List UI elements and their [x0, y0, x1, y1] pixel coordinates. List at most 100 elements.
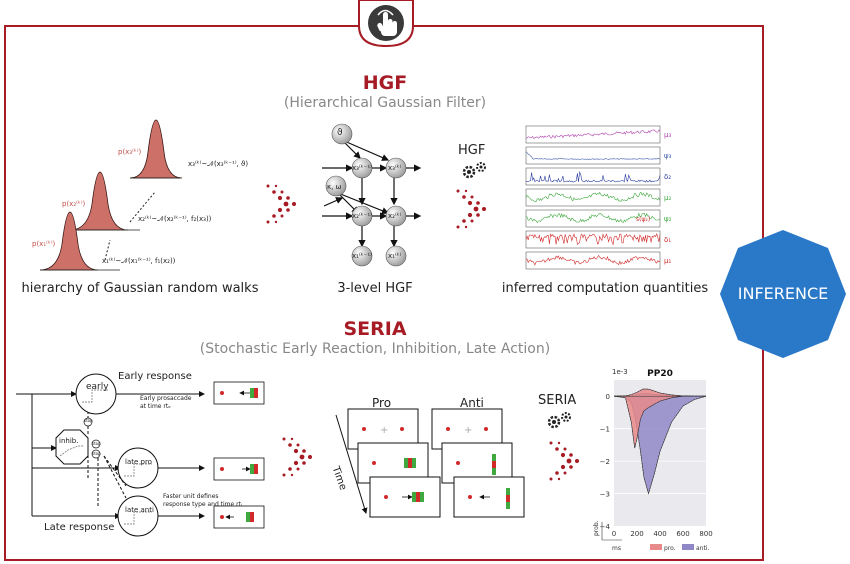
trace-label: ψ₂: [664, 215, 672, 223]
node-x2-label: x₂⁽ᵏ⁾: [388, 212, 402, 220]
y-tick-label: −3: [600, 491, 610, 499]
trace-line: [525, 212, 661, 224]
inhibition-unit-label: inhib.: [59, 437, 79, 445]
trace-label: δ₂: [664, 173, 671, 181]
y-tick-label: −1: [600, 426, 610, 434]
level1-density-label: p(x₁⁽ᵏ⁾): [32, 240, 56, 248]
trace-panel: [525, 230, 661, 249]
early-unit: [75, 373, 117, 415]
y-tick-label: −2: [600, 458, 610, 466]
late-note-line1: Faster unit defines: [163, 493, 219, 500]
trace-line: [525, 151, 661, 160]
chart-title: PP20: [647, 369, 673, 379]
x-tick-label: 400: [653, 530, 666, 538]
trace-line: [525, 170, 661, 183]
gears-icon-2: [547, 412, 571, 429]
late-anti-unit: [117, 495, 159, 537]
hgf-subtitle: (Hierarchical Gaussian Filter): [283, 95, 487, 111]
inference-label: INFERENCE: [737, 284, 829, 303]
stop-node-3: [91, 449, 101, 459]
chevron-arrow-4: [549, 441, 579, 481]
pro-trial-label: Pro: [372, 396, 392, 410]
level2-density-label: p(x₂⁽ᵏ⁾): [62, 200, 86, 208]
node-x3-label: x₃⁽ᵏ⁾: [388, 164, 402, 172]
late-pro-unit-label: late pro: [125, 458, 152, 466]
chevron-arrow-1: [266, 184, 296, 224]
trace-side-label: s(ψ₂): [636, 216, 651, 223]
seria-arrow-label: SERIA: [538, 393, 577, 408]
node-theta: [331, 123, 353, 145]
legend-swatch: [650, 544, 662, 550]
touch-icon: [358, 0, 414, 48]
chevron-arrow-3: [282, 437, 312, 477]
hgf-title: HGF: [362, 72, 408, 94]
trace-line: [525, 129, 661, 140]
gaussian-level2: [69, 171, 129, 231]
gears-icon: [462, 162, 486, 179]
trace-label: μ₂: [664, 194, 671, 202]
late-note-line2: response type and time rtₗ: [163, 501, 242, 508]
quantities-caption: inferred computation quantities: [501, 281, 709, 296]
trace-label: μ₁: [664, 257, 671, 265]
scale-label: 1e-3: [612, 368, 628, 376]
walks-caption: hierarchy of Gaussian random walks: [21, 281, 259, 296]
gaussian-level1: [39, 211, 99, 271]
x-tick-label: 200: [630, 530, 643, 538]
y-axis-label: prob.: [593, 520, 600, 536]
stop-label-3: stop: [92, 451, 101, 456]
node-x3: [385, 157, 407, 179]
pro-trial-stack: +: [347, 408, 441, 518]
early-note-line1: Early prosaccade: [140, 395, 192, 402]
trace-label: ψ₃: [664, 152, 672, 160]
trace-line: [525, 254, 661, 266]
node-x1: [385, 245, 407, 267]
stop-node-2: [91, 439, 101, 449]
node-kappa-omega-label: κ, ω: [327, 183, 342, 191]
early-note-line2: at time rtₑ: [140, 403, 171, 410]
trace-panel: [525, 188, 661, 207]
level3-equation: x₃⁽ᵏ⁾~𝒩(x₃⁽ᵏ⁻¹⁾, ϑ): [188, 160, 249, 168]
x-tick-label: 600: [676, 530, 689, 538]
hgf-graphical-model: [322, 123, 422, 267]
stop-label-1: stop: [84, 418, 93, 423]
node-x3-prev-label: x₃⁽ᵏ⁻¹⁾: [352, 164, 372, 172]
trace-panel: [525, 167, 661, 186]
x-tick-label: 0: [612, 530, 616, 538]
level2-equation: x₂⁽ᵏ⁾~𝒩(x₂⁽ᵏ⁻¹⁾, f₂(x₃)): [138, 215, 212, 223]
trace-panel: [525, 251, 661, 270]
node-x2-prev-label: x₂⁽ᵏ⁻¹⁾: [352, 212, 372, 220]
seria-title: SERIA: [343, 318, 407, 340]
gaussian-level3: [129, 119, 183, 179]
node-x1-label: x₁⁽ᵏ⁾: [388, 252, 402, 260]
level1-equation: x₁⁽ᵏ⁾~𝒩(x₁⁽ᵏ⁻¹⁾, f₁(x₂)): [102, 257, 176, 265]
node-theta-label: ϑ: [337, 128, 343, 138]
trace-panel: [525, 125, 661, 144]
inhibition-unit: [55, 429, 89, 465]
trace-panel: [525, 146, 661, 165]
trial-screens: + +: [335, 408, 525, 518]
svg-text:+: +: [380, 425, 388, 436]
node-x1-prev-label: x₁⁽ᵏ⁻¹⁾: [352, 252, 372, 260]
gaussian-walks-diagram: [39, 119, 183, 271]
seria-subtitle: (Stochastic Early Reaction, Inhibition, …: [199, 341, 551, 357]
node-kappa-omega: [325, 175, 347, 197]
late-pro-unit: [117, 447, 159, 489]
trace-line: [525, 191, 661, 203]
node-x3-prev: [351, 157, 373, 179]
stop-node-1: [83, 417, 93, 427]
anti-trial-label: Anti: [460, 396, 484, 410]
x-tick-label: 800: [699, 530, 712, 538]
trace-line: [525, 233, 661, 246]
anti-trial-stack: +: [431, 408, 525, 518]
level3-density-label: p(x₃⁽ᵏ⁾): [118, 148, 142, 156]
x-axis-label: ms: [612, 545, 621, 552]
inference-badge: [720, 230, 846, 358]
late-response-label: Late response: [44, 522, 115, 533]
series-line: [613, 388, 706, 397]
hgf-arrow-label: HGF: [458, 143, 486, 158]
seria-unit-diagram: [16, 373, 265, 537]
trace-label: δ₁: [664, 236, 671, 244]
